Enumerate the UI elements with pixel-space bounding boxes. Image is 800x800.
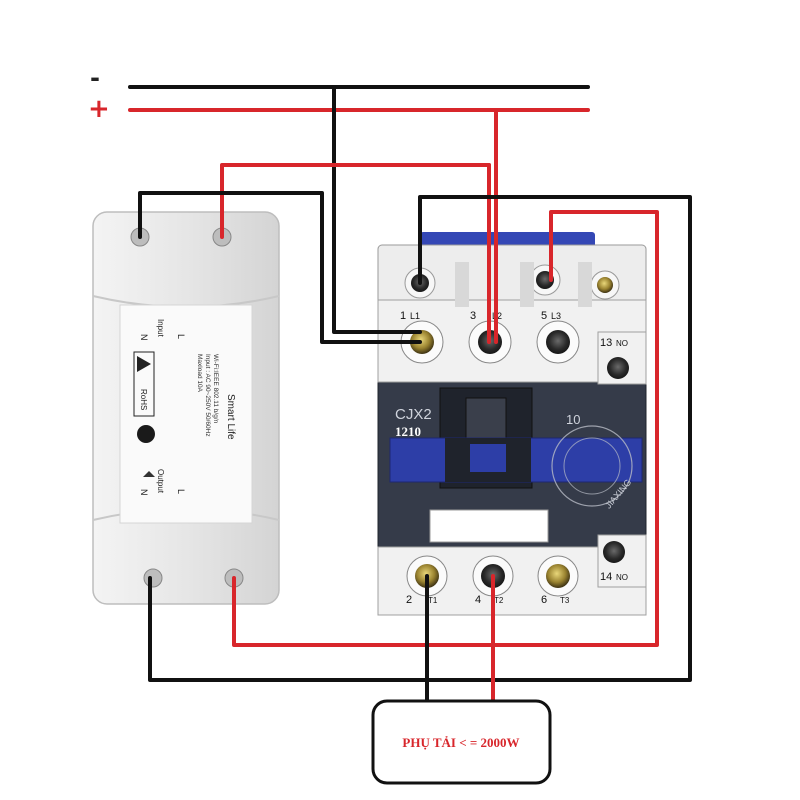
- aux-13-name: NO: [616, 339, 628, 348]
- switch-spec-input: Input : AC 90~250V 50/60Hz: [204, 354, 211, 437]
- aux-13-number: 13: [600, 337, 612, 349]
- switch-output-n-terminal[interactable]: [143, 568, 163, 588]
- terminal-3-number: 3: [470, 310, 476, 322]
- contactor: 1 L1 3 L2 5 L3 13 NO CJX2 1210 10 JIAXIN…: [377, 232, 647, 616]
- contactor-aux-value: 10: [566, 412, 580, 427]
- switch-input-label: Input: [156, 319, 165, 338]
- aux-14-number: 14: [600, 571, 612, 583]
- switch-label-panel: [119, 304, 253, 524]
- negative-supply-label: -: [90, 64, 100, 92]
- terminal-t3-screw[interactable]: [546, 564, 570, 588]
- contactor-rating: 1210: [395, 424, 421, 439]
- check-icon: [137, 356, 151, 372]
- rohs-mark: RoHS: [139, 389, 148, 410]
- wire-neg-to-l1: [332, 85, 422, 334]
- contactor-model: CJX2: [395, 406, 432, 423]
- terminal-l3-name: L3: [551, 311, 561, 321]
- maker-seal: [551, 425, 633, 507]
- aux-14-name: NO: [616, 573, 628, 582]
- terminal-5-number: 5: [541, 310, 547, 322]
- wire-switch-output-to-coil: [232, 210, 659, 647]
- wire-switch-l-input: [220, 163, 491, 239]
- terminal-1-number: 1: [400, 310, 406, 322]
- wire-coil-a1-neutral: [148, 195, 692, 682]
- switch-brand: Smart Life: [225, 394, 236, 440]
- switch-input-l-label: L: [176, 334, 186, 339]
- switch-input-n-label: N: [139, 334, 149, 341]
- switch-reset-button[interactable]: [137, 425, 155, 443]
- wire-switch-n-input: [138, 191, 422, 344]
- terminal-l1-name: L1: [410, 311, 420, 321]
- positive-supply-label: +: [88, 94, 110, 124]
- aux-13-screw[interactable]: [607, 357, 629, 379]
- switch-output-label: Output: [156, 469, 165, 494]
- terminal-t3-name: T3: [560, 596, 570, 605]
- pairing-icon: [143, 471, 155, 477]
- switch-spec-wifi: Wi-Fi:IEEE 802.11 b/g/n: [212, 354, 219, 424]
- terminal-l3-screw[interactable]: [546, 330, 570, 354]
- switch-output-l-label: L: [176, 489, 186, 494]
- terminal-4-number: 4: [475, 594, 481, 606]
- smart-switch: Smart Life Wi-Fi:IEEE 802.11 b/g/n Input…: [92, 211, 280, 605]
- switch-spec-maxload: Maxload 10A: [196, 354, 203, 393]
- top-aux-extra-screw[interactable]: [597, 277, 613, 293]
- rohs-box: [133, 351, 155, 417]
- nameplate-blank: [429, 509, 549, 543]
- terminal-6-number: 6: [541, 594, 547, 606]
- terminal-t2-name: T2: [494, 596, 504, 605]
- load-box: [371, 699, 552, 785]
- terminal-t1-name: T1: [428, 596, 438, 605]
- aux-14-screw[interactable]: [603, 541, 625, 563]
- switch-output-n-label: N: [139, 489, 149, 496]
- load-label: PHỤ TẢI < = 2000W: [402, 735, 519, 750]
- terminal-2-number: 2: [406, 594, 412, 606]
